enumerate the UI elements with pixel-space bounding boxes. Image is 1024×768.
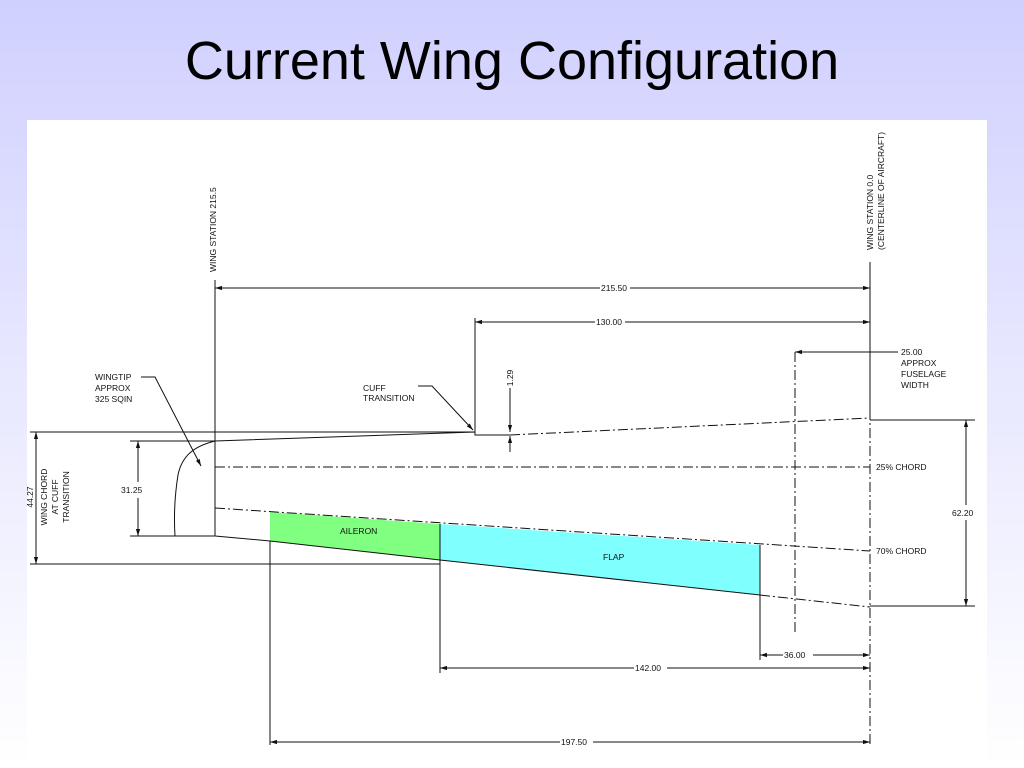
dim-cuff-step-label: 1.29: [505, 369, 515, 386]
cuff-leader: [418, 385, 474, 431]
fuselage-line-2: APPROX: [901, 358, 937, 368]
fuselage-line-3: FUSELAGE: [901, 369, 947, 379]
wingtip-line-2: APPROX: [95, 383, 131, 393]
drawing-panel: [27, 120, 987, 768]
seventy-chord-line: [214, 507, 871, 552]
station-root-label-2: (CENTERLINE OF AIRCRAFT): [876, 132, 886, 250]
cuff-line-2: TRANSITION: [363, 393, 414, 403]
wingtip-leader: [141, 376, 202, 467]
flap-label: FLAP: [603, 552, 625, 562]
chord-cuff-line-2: WING CHORD: [39, 469, 49, 526]
aileron-surface: [270, 512, 440, 560]
quarter-chord-label: 25% CHORD: [876, 462, 927, 472]
dim-root-chord-label: 62.20: [952, 508, 974, 518]
dim-span-label: 215.50: [601, 283, 627, 293]
chord-cuff-line-3: AT CUFF: [50, 479, 60, 514]
aileron-label: AILERON: [340, 526, 377, 536]
leading-edge: [214, 431, 510, 442]
cuff-line-1: CUFF: [363, 383, 386, 393]
flap-surface: [440, 524, 760, 595]
trailing-edge: [214, 535, 761, 596]
fuselage-line-4: WIDTH: [901, 380, 929, 390]
dim-flap-root-label: 36.00: [784, 650, 806, 660]
dim-aileron-root-label: 142.00: [635, 663, 661, 673]
fuselage-line-1: 25.00: [901, 347, 923, 357]
wingtip-line-1: WINGTIP: [95, 372, 132, 382]
dim-tip-chord-label: 31.25: [121, 485, 143, 495]
dim-inboard-label: 130.00: [596, 317, 622, 327]
seventy-chord-label: 70% CHORD: [876, 546, 927, 556]
leading-edge-inboard: [509, 417, 871, 436]
trailing-edge-inboard: [759, 594, 871, 608]
station-root-label-1: WING STATION 0.0: [865, 174, 875, 250]
wingtip-curve: [173, 440, 216, 537]
chord-cuff-line-4: TRANSITION: [61, 471, 71, 522]
wingtip-line-3: 325 SQIN: [95, 394, 132, 404]
chord-cuff-line-1: 44.27: [25, 486, 35, 508]
station-tip-label: WING STATION 215.5: [208, 187, 218, 272]
slide-title: Current Wing Configuration: [184, 31, 840, 91]
dim-control-span-label: 197.50: [561, 737, 587, 747]
